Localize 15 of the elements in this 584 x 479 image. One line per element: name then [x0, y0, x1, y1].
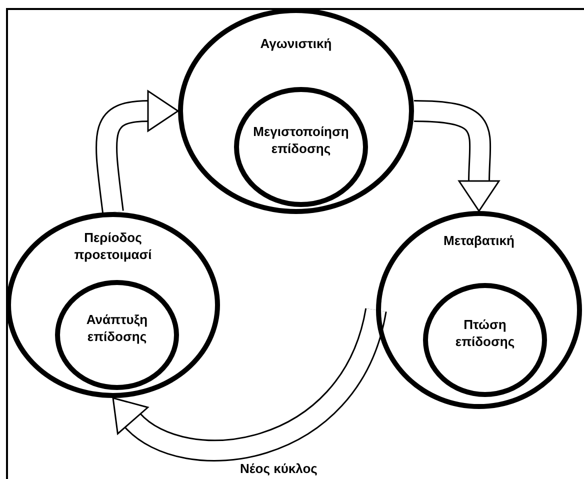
phase-title: Μεταβατική — [442, 232, 516, 249]
stage-description: Πτώση επίδοσης — [454, 316, 516, 350]
inner-ellipse — [423, 283, 547, 397]
curved-block-arrow — [112, 307, 387, 462]
curved-block-arrow — [96, 90, 180, 214]
outer-ellipse — [178, 8, 414, 214]
outer-ellipse — [376, 211, 582, 409]
curved-block-arrow — [414, 100, 500, 212]
outer-ellipse — [6, 212, 220, 398]
phase-title: Περίοδος προετοιμασί — [73, 229, 153, 263]
inner-ellipse — [234, 87, 368, 207]
stage-description: Ανάπτυξη επίδοσης — [85, 311, 149, 346]
phase-title: Αγωνιστική — [259, 35, 333, 52]
inner-ellipse — [55, 280, 179, 390]
stage-description: Μεγιστοποίηση επίδοσης — [252, 123, 350, 158]
